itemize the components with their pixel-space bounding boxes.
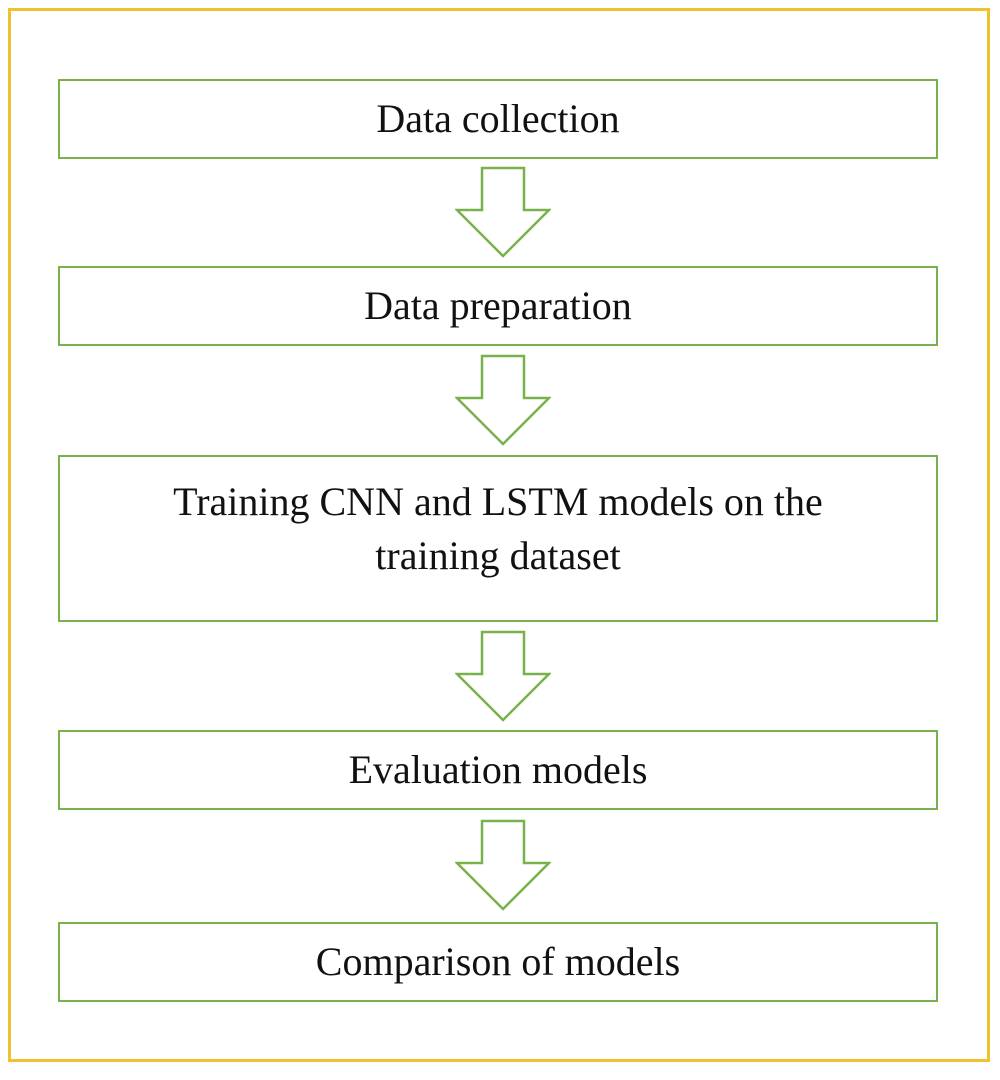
step-label: Data preparation xyxy=(364,283,632,328)
step-evaluation-models: Evaluation models xyxy=(58,730,938,810)
down-arrow-icon xyxy=(455,166,551,258)
step-data-collection: Data collection xyxy=(58,79,938,159)
down-arrow-icon xyxy=(455,819,551,911)
step-comparison-of-models: Comparison of models xyxy=(58,922,938,1002)
down-arrow-icon xyxy=(455,354,551,446)
step-label: Evaluation models xyxy=(348,747,648,792)
down-arrow-icon xyxy=(455,630,551,722)
step-training-models: Training CNN and LSTM models on the trai… xyxy=(58,455,938,622)
step-label: Training CNN and LSTM models on the trai… xyxy=(173,479,823,578)
step-label: Data collection xyxy=(376,96,620,141)
step-data-preparation: Data preparation xyxy=(58,266,938,346)
step-label: Comparison of models xyxy=(315,939,681,984)
